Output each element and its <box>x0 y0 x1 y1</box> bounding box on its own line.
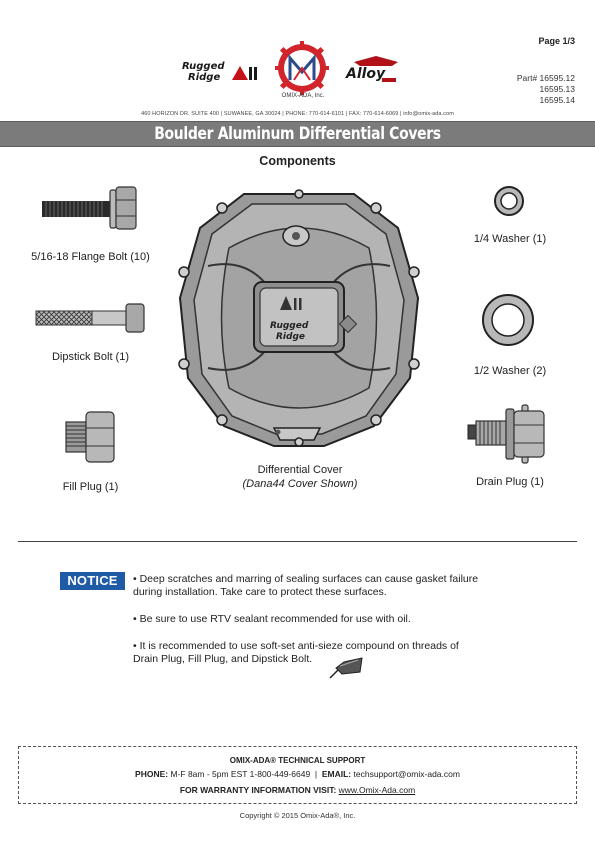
alloy-logo-text: Alloy <box>345 66 386 82</box>
notice-item-1-line-2: during installation. Take care to protec… <box>133 586 387 598</box>
half-washer-illustration <box>482 294 534 346</box>
contact-separator: | <box>314 769 318 779</box>
dipstick-bolt-illustration <box>35 303 145 333</box>
notice-item-2: • Be sure to use RTV sealant recommended… <box>133 613 411 625</box>
components-heading: Components <box>259 154 336 168</box>
section-divider <box>18 541 577 542</box>
fill-plug-label: Fill Plug (1) <box>62 481 119 493</box>
anti-seize-tube-icon <box>329 657 363 679</box>
omix-ada-caption: OMIX-ADA, Inc. <box>281 93 325 99</box>
copyright: Copyright © 2015 Omix-Ada®, Inc. <box>239 811 356 820</box>
flange-bolt-label: 5/16-18 Flange Bolt (10) <box>31 251 150 263</box>
notice-item-3-line-1: • It is recommended to use soft-set anti… <box>133 640 459 652</box>
support-title: OMIX-ADA® TECHNICAL SUPPORT <box>229 756 366 765</box>
email-value[interactable]: techsupport@omix-ada.com <box>353 769 460 779</box>
differential-cover-title: Differential Cover <box>257 464 343 476</box>
quarter-washer-label: 1/4 Washer (1) <box>473 233 547 245</box>
notice-badge: NOTICE <box>60 572 125 590</box>
page-title: Boulder Aluminum Differential Covers <box>154 124 441 144</box>
cover-emblem-text-bottom: Ridge <box>276 332 305 342</box>
warranty-link[interactable]: www.Omix-Ada.com <box>338 785 416 795</box>
flange-bolt-illustration <box>42 186 137 230</box>
part-number-1: Part# 16595.12 <box>516 73 575 83</box>
title-bar: Boulder Aluminum Differential Covers <box>0 121 595 147</box>
part-numbers: Part# 16595.12 16595.13 16595.14 <box>517 73 575 106</box>
rugged-ridge-logo: Rugged Ridge <box>182 61 257 83</box>
alloy-usa-logo: Alloy <box>345 56 398 82</box>
drain-plug-illustration <box>467 404 545 464</box>
notice-item-3-line-2: Drain Plug, Fill Plug, and Dipstick Bolt… <box>133 653 313 665</box>
half-washer-label: 1/2 Washer (2) <box>473 365 547 377</box>
rugged-ridge-logo-text-top: Rugged <box>182 61 225 72</box>
brand-logos: Rugged Ridge OMIX-ADA, Inc. Alloy <box>180 40 420 102</box>
support-contact-line: PHONE: M-F 8am - 5pm EST 1-800-449-6649 … <box>19 769 576 779</box>
notice-item-1-line-1: • Deep scratches and marring of sealing … <box>133 573 479 585</box>
email-label: EMAIL: <box>321 769 352 779</box>
page-number: Page 1/3 <box>538 36 575 46</box>
cover-emblem-text-top: Rugged <box>270 321 309 331</box>
company-address: 460 HORIZON DR. SUITE 400 | SUWANEE, GA … <box>141 111 454 117</box>
phone-value: M-F 8am - 5pm EST 1-800-449-6649 <box>170 769 311 779</box>
technical-support-box: OMIX-ADA® TECHNICAL SUPPORT PHONE: M-F 8… <box>18 746 577 804</box>
phone-label: PHONE: <box>135 769 169 779</box>
part-number-2: 16595.13 <box>539 84 575 94</box>
drain-plug-label: Drain Plug (1) <box>476 476 544 488</box>
rugged-ridge-logo-text-bottom: Ridge <box>188 72 220 83</box>
differential-cover-illustration: Rugged Ridge <box>178 189 420 447</box>
warranty-label: FOR WARRANTY INFORMATION VISIT: <box>179 785 337 795</box>
dipstick-bolt-label: Dipstick Bolt (1) <box>51 351 130 363</box>
omix-ada-logo <box>275 41 329 95</box>
part-number-3: 16595.14 <box>539 95 575 105</box>
warranty-line: FOR WARRANTY INFORMATION VISIT: www.Omix… <box>19 785 576 795</box>
differential-cover-note: (Dana44 Cover Shown) <box>242 478 358 490</box>
fill-plug-illustration <box>65 411 115 463</box>
differential-cover-label: Differential Cover (Dana44 Cover Shown) <box>200 463 400 491</box>
quarter-washer-illustration <box>494 186 524 216</box>
